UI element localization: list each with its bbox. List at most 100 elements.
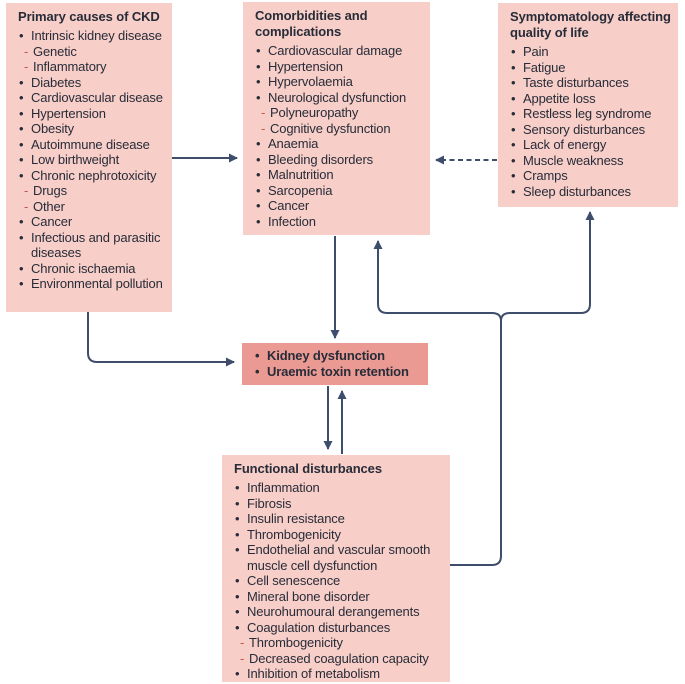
list-item-text: Cancer bbox=[31, 214, 73, 229]
bullet-marker: • bbox=[256, 74, 261, 89]
list-item-text: Appetite loss bbox=[523, 90, 596, 106]
comorbidities-title: Comorbidities and complications bbox=[255, 8, 368, 39]
functional-disturbances-list: •Inflammation•Fibrosis•Insulin resistanc… bbox=[234, 480, 447, 682]
list-item: • Restless leg syndrome bbox=[510, 106, 675, 122]
list-item: -Thrombogenicity bbox=[234, 635, 447, 651]
list-item-text: Inhibition of metabolism bbox=[247, 666, 380, 681]
list-item-text: Coagulation disturbances bbox=[247, 619, 391, 635]
bullet-marker: • bbox=[235, 526, 240, 542]
list-item-text: Malnutrition bbox=[268, 167, 334, 182]
list-item: • Intrinsic kidney disease bbox=[18, 28, 169, 44]
bullet-marker: • bbox=[235, 666, 240, 681]
bullet-marker: • bbox=[235, 511, 240, 526]
bullet-marker: • bbox=[511, 75, 516, 90]
list-item-text: Diabetes bbox=[31, 74, 82, 90]
list-item-text: Cognitive dysfunction bbox=[270, 120, 391, 136]
list-item: • Environmental pollution bbox=[18, 276, 169, 292]
list-item: •Chronic ischaemia bbox=[18, 261, 169, 277]
list-item-text: Uraemic toxin retention bbox=[267, 364, 409, 379]
list-item: • Mineral bone disorder bbox=[234, 589, 447, 605]
list-item-text: Mineral bone disorder bbox=[247, 588, 370, 604]
list-item-text: Fatigue bbox=[523, 59, 566, 75]
list-item: •Infectious and parasitic diseases bbox=[18, 230, 169, 261]
list-item-text: Decreased coagulation capacity bbox=[249, 650, 429, 666]
list-item: -Other bbox=[18, 199, 169, 215]
list-item: •Coagulation disturbances bbox=[234, 620, 447, 636]
list-item: -Genetic bbox=[18, 44, 169, 60]
list-item-text: Other bbox=[33, 198, 65, 214]
list-item: •Bleeding disorders bbox=[255, 152, 427, 168]
bullet-marker: • bbox=[256, 182, 261, 198]
list-item-text: Inflammation bbox=[247, 480, 320, 495]
list-item-text: Bleeding disorders bbox=[268, 151, 373, 167]
symptomatology-box: Symptomatology affecting quality of life… bbox=[498, 3, 678, 207]
list-item: •Chronic nephrotoxicity bbox=[18, 168, 169, 184]
bullet-marker: • bbox=[256, 136, 261, 151]
bullet-marker: • bbox=[235, 542, 240, 557]
list-item: •Hypervolaemia bbox=[255, 74, 427, 90]
list-item-text: Low birthweight bbox=[31, 152, 120, 167]
bullet-marker: • bbox=[19, 260, 24, 276]
list-item-text: Sleep disturbances bbox=[523, 183, 631, 199]
list-item: •Cancer bbox=[255, 198, 427, 214]
bullet-marker: • bbox=[255, 364, 260, 379]
list-item-text: Drugs bbox=[33, 183, 67, 198]
sub-item-dash-marker: - bbox=[24, 59, 29, 74]
list-item-text: Sensory disturbances bbox=[523, 121, 646, 137]
sub-item-dash-marker: - bbox=[240, 635, 245, 650]
list-item: •Low birthweight bbox=[18, 152, 169, 168]
list-item-text: Cardiovascular disease bbox=[31, 90, 163, 105]
list-item: •Cardiovascular damage bbox=[255, 43, 427, 59]
list-item-text: Fibrosis bbox=[247, 495, 292, 511]
list-item: •Lack of energy bbox=[510, 137, 675, 153]
bullet-marker: • bbox=[511, 106, 516, 121]
list-item: •Kidney dysfunction bbox=[254, 348, 425, 364]
list-item-text: Infection bbox=[268, 213, 316, 229]
list-item: •Taste disturbances bbox=[510, 75, 675, 91]
list-item-text: Restless leg syndrome bbox=[523, 106, 652, 121]
bullet-marker: • bbox=[19, 28, 24, 43]
list-item: •Hypertension bbox=[255, 59, 427, 75]
bullet-marker: • bbox=[511, 59, 516, 75]
symptomatology-list: •Pain•Fatigue•Taste disturbances•Appetit… bbox=[510, 44, 675, 199]
list-item-text: Anaemia bbox=[268, 136, 319, 151]
list-item: • Cell senescence bbox=[234, 573, 447, 589]
arrow-functional-to-symptomatology bbox=[500, 211, 595, 322]
bullet-marker: • bbox=[19, 105, 24, 121]
sub-item-dash-marker: - bbox=[24, 198, 29, 214]
bullet-marker: • bbox=[19, 167, 24, 183]
list-item: -Drugs bbox=[18, 183, 169, 199]
bullet-marker: • bbox=[235, 588, 240, 604]
list-item-text: Sarcopenia bbox=[268, 182, 333, 198]
bullet-marker: • bbox=[19, 121, 24, 136]
list-item: • Inhibition of metabolism bbox=[234, 666, 447, 682]
list-item-text: Cell senescence bbox=[247, 573, 341, 588]
list-item-text: Autoimmune disease bbox=[31, 136, 150, 152]
sub-item-dash-marker: - bbox=[240, 650, 245, 666]
list-item-text: Thrombogenicity bbox=[249, 635, 343, 650]
bullet-marker: • bbox=[235, 495, 240, 511]
list-item: -Decreased coagulation capacity bbox=[234, 651, 447, 667]
list-item-text: Intrinsic kidney disease bbox=[31, 28, 162, 43]
list-item-text: Kidney dysfunction bbox=[267, 348, 385, 363]
bullet-marker: • bbox=[235, 573, 240, 588]
bullet-marker: • bbox=[235, 604, 240, 619]
comorbidities-list: •Cardiovascular damage•Hypertension•Hype… bbox=[255, 43, 427, 229]
list-item-text: Pain bbox=[523, 44, 549, 59]
list-item: • Fibrosis bbox=[234, 496, 447, 512]
bullet-marker: • bbox=[19, 136, 24, 152]
list-item: •Muscle weakness bbox=[510, 153, 675, 169]
primary-causes-list: •Intrinsic kidney disease-Genetic-Inflam… bbox=[18, 28, 169, 292]
list-item-text: Cramps bbox=[523, 168, 568, 183]
bullet-marker: • bbox=[19, 276, 24, 291]
list-item: •Hypertension bbox=[18, 106, 169, 122]
arrow-primary-to-kidney bbox=[87, 312, 235, 367]
bullet-marker: • bbox=[256, 167, 261, 182]
bullet-marker: • bbox=[19, 90, 24, 105]
list-item-text: Environmental pollution bbox=[31, 276, 163, 291]
list-item: • Cardiovascular disease bbox=[18, 90, 169, 106]
list-item: •Diabetes bbox=[18, 75, 169, 91]
kidney-dysfunction-list: •Kidney dysfunction• Uraemic toxin retent… bbox=[254, 348, 425, 380]
list-item: •Infection bbox=[255, 214, 427, 230]
